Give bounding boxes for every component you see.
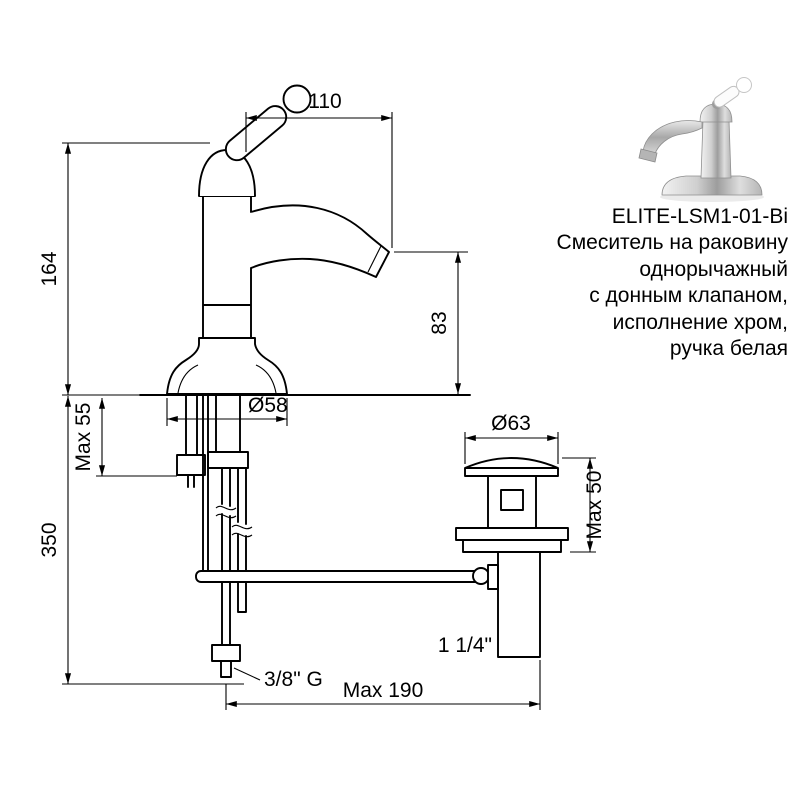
product-description-line-5: ручка белая bbox=[669, 337, 788, 361]
stud-nut bbox=[176, 454, 206, 476]
supply-nut bbox=[211, 644, 241, 662]
handle-ball bbox=[282, 84, 312, 114]
faucet-dome-cap bbox=[198, 149, 256, 197]
drain-locknut bbox=[462, 539, 562, 553]
product-description-line-3: с донным клапаном, bbox=[589, 284, 788, 308]
drain-plate bbox=[455, 527, 569, 541]
faucet-handle-lever bbox=[224, 105, 288, 162]
pop-up-ball-joint bbox=[472, 567, 490, 585]
dim-label-spout-outlet-height: 83 bbox=[428, 311, 451, 334]
dim-164-ext bbox=[62, 142, 210, 396]
spout-aerator-line bbox=[367, 245, 382, 273]
product-description-line-1: Смеситель на раковину bbox=[556, 231, 788, 255]
mounting-shank bbox=[215, 395, 241, 453]
dim-label-base-diameter: Ø58 bbox=[248, 394, 288, 417]
faucet-base-detail bbox=[177, 364, 277, 394]
photo-faucet-spout bbox=[642, 120, 703, 155]
product-description-line-4: исполнение хром, bbox=[612, 310, 788, 334]
faucet-front-view bbox=[166, 84, 390, 395]
dim-label-overall-height: 350 bbox=[38, 522, 61, 557]
dim-label-overall-width-max: Max 190 bbox=[343, 679, 424, 702]
stud-end bbox=[187, 474, 195, 488]
product-code: ELITE-LSM1-01-Bi bbox=[611, 205, 788, 228]
dimensions: 110 164 83 Ø58 Max 55 350 Ø63 bbox=[38, 90, 606, 710]
photo-faucet-body bbox=[700, 119, 732, 179]
shank-nut bbox=[207, 451, 249, 469]
drain-flange bbox=[464, 457, 559, 477]
faucet-body bbox=[198, 195, 256, 339]
dim-label-drain-max: Max 50 bbox=[583, 471, 606, 540]
product-photo bbox=[638, 77, 764, 202]
drain-assembly bbox=[455, 457, 569, 658]
dim-label-height-to-spout: 164 bbox=[38, 251, 61, 286]
drain-tailpipe bbox=[497, 551, 541, 658]
technical-drawing: 110 164 83 Ø58 Max 55 350 Ø63 bbox=[38, 84, 606, 710]
ball-joint-housing bbox=[487, 564, 499, 590]
pipe-break-right bbox=[231, 524, 253, 538]
pop-up-horizontal-bar bbox=[195, 570, 485, 583]
supply-stub bbox=[220, 660, 232, 678]
supply-pipe-right bbox=[237, 467, 247, 613]
product-description-line-2: однорычажный bbox=[639, 257, 788, 281]
photo-faucet-base bbox=[661, 175, 763, 196]
photo-spout-aerator bbox=[638, 148, 658, 163]
drain-rod-window bbox=[500, 489, 524, 511]
dim-38g-leader bbox=[233, 667, 261, 681]
dim-label-supply-thread: 3/8" G bbox=[264, 668, 323, 691]
faucet-base-skirt bbox=[166, 337, 288, 395]
pop-up-rod bbox=[202, 395, 209, 572]
faucet-spout bbox=[250, 204, 390, 278]
product-info: ELITE-LSM1-01-Bi Смеситель на раковину о… bbox=[458, 204, 788, 362]
photo-handle-ball bbox=[736, 77, 752, 93]
mounting-stud bbox=[185, 395, 198, 456]
dim-label-drain-flange-diameter: Ø63 bbox=[491, 412, 531, 435]
supply-pipe-left bbox=[221, 467, 231, 646]
pipe-break-left bbox=[215, 505, 237, 519]
dim-label-spout-reach: 110 bbox=[308, 90, 341, 113]
drain-body bbox=[487, 475, 537, 529]
dim-label-drain-thread: 1 1/4" bbox=[438, 634, 492, 657]
dim-label-mounting-max: Max 55 bbox=[72, 403, 95, 472]
